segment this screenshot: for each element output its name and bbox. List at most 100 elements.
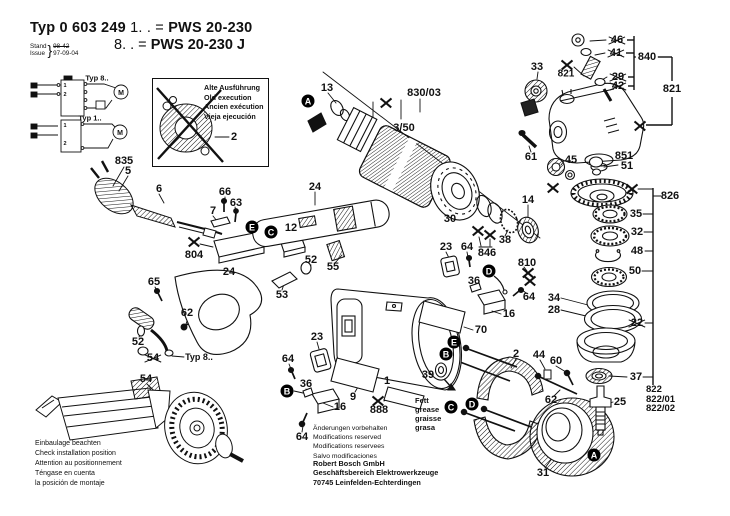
gear-housing-group [518,33,645,208]
note-line: Modifications reserved [313,434,381,442]
deleted-part-mark [472,224,484,236]
deleted-part-mark [484,228,496,240]
deleted-part-mark [547,181,559,193]
issue-block: Stand Issue } 98-42 97-09-04 [30,41,79,58]
part-label-16: 16 [502,308,516,320]
note-line: Check installation position [35,450,116,457]
motor-symbol: M [117,130,123,137]
stand-label: Stand [30,43,47,50]
screw-ref-marker-b: B [280,384,294,398]
part-label-2: 2 [63,92,67,98]
part-label-64: 64 [281,353,295,365]
installation-note: Einbaulage beachten Check installation p… [35,439,122,489]
part-label-888: 888 [369,404,389,416]
grease-note: Fett grease graisse grasa [415,396,441,432]
group-ref: 822/02 [646,403,676,414]
group-822-labels: 822 822/01 822/02 [646,385,675,414]
part-label-34: 34 [547,292,561,304]
part-label-38: 38 [498,234,512,246]
part-label-13: 13 [320,82,334,94]
part-label-64: 64 [295,431,309,443]
assembled-tool-drawing [35,376,244,465]
part-label-60: 60 [549,355,563,367]
note-line: Einbaulage beachten [35,440,101,447]
modifications-note: Änderungen vorbehalten Modifications res… [313,424,387,461]
issue-date: 97-09-04 [53,50,79,57]
issue-label: Issue [30,50,46,57]
part-label-851: 851 [614,150,634,162]
note-line: grease [415,405,440,414]
group-ref: 822/01 [646,393,676,405]
type-number: 0 603 249 [59,20,126,36]
note-line: graisse [415,414,442,423]
part-label-23: 23 [439,241,453,253]
old-execution-drawing [156,87,224,163]
part-label-1: 1 [63,83,67,89]
screw-ref-marker-c: C [264,225,278,239]
part-label-826: 826 [660,190,680,202]
part-label-36: 36 [467,275,481,287]
bearing-stack [576,204,643,436]
armature-assembly [307,99,539,244]
part-label-42: 42 [611,80,625,92]
note-line: Téngase en cuenta [35,470,95,477]
typ-prefix: Typ [30,20,56,36]
part-label-66: 66 [218,186,232,198]
part-label-37: 37 [629,371,643,383]
part-label-25: 25 [613,396,627,408]
power-cord-assembly [90,160,223,239]
note-line: Old execution [204,92,252,102]
deleted-part-mark [634,119,646,131]
part-label-54: 54 [146,352,160,364]
group-brackets [626,36,673,385]
part-label-14: 14 [521,194,535,206]
part-label-2: 2 [63,141,67,147]
part-label-50: 50 [628,265,642,277]
superseded-date: 98-42 [53,43,70,50]
part-label-48: 48 [630,245,644,257]
part-label-36: 36 [299,378,313,390]
note-line: grasa [415,423,436,432]
part-label-840: 840 [635,51,659,63]
screw-ref-marker-d: D [465,397,479,411]
part-label-62: 62 [180,307,194,319]
part-label-9: 9 [349,391,357,403]
part-label-6: 6 [155,183,163,195]
field-stator-halves [473,356,544,460]
part-label-1: 1 [383,375,391,387]
part-label-32: 32 [630,226,644,238]
part-label-830-03: 830/03 [407,87,441,99]
part-label-821: 821 [557,68,575,80]
old-execution-box: Alte Ausführung Old execution Ancien exé… [152,78,269,167]
part-label-46: 46 [610,34,624,46]
part-label-2: 2 [230,131,238,143]
variant2-code: 8. . = [114,37,147,53]
brace: } [47,41,53,58]
part-label-30: 30 [443,213,457,225]
part-label-31: 31 [536,467,550,479]
deleted-part-mark [188,235,200,247]
part-label-53: 53 [275,289,289,301]
title-block: Typ 0 603 249 1. . = PWS 20-230 8. . = P… [30,20,252,53]
part-label-24: 24 [222,266,236,278]
screw-ref-marker-b: B [439,347,453,361]
part-label-7: 7 [209,205,217,217]
part-label-821: 821 [660,83,684,95]
company-address: 70745 Leinfelden-Echterdingen [313,477,421,487]
part-label-54: 54 [139,373,153,385]
part-label-typ-8-: Typ 8.. [85,73,109,83]
screw-ref-marker-c: C [444,400,458,414]
deleted-part-mark [561,58,573,70]
screw-ref-marker-e: E [245,220,259,234]
part-label-39: 39 [421,369,435,381]
type-line-1: Typ 0 603 249 1. . = PWS 20-230 [30,20,252,36]
manufacturer-block: Robert Bosch GmbH Geschäftsbereich Elekt… [313,459,438,487]
deleted-part-mark [372,394,384,406]
variant1-name: PWS 20-230 [168,20,253,36]
part-label-52: 52 [304,254,318,266]
note-line: Modifications reservees [313,443,385,451]
part-label-61: 61 [524,151,538,163]
part-label-64: 64 [522,291,536,303]
part-label-44: 44 [532,349,546,361]
